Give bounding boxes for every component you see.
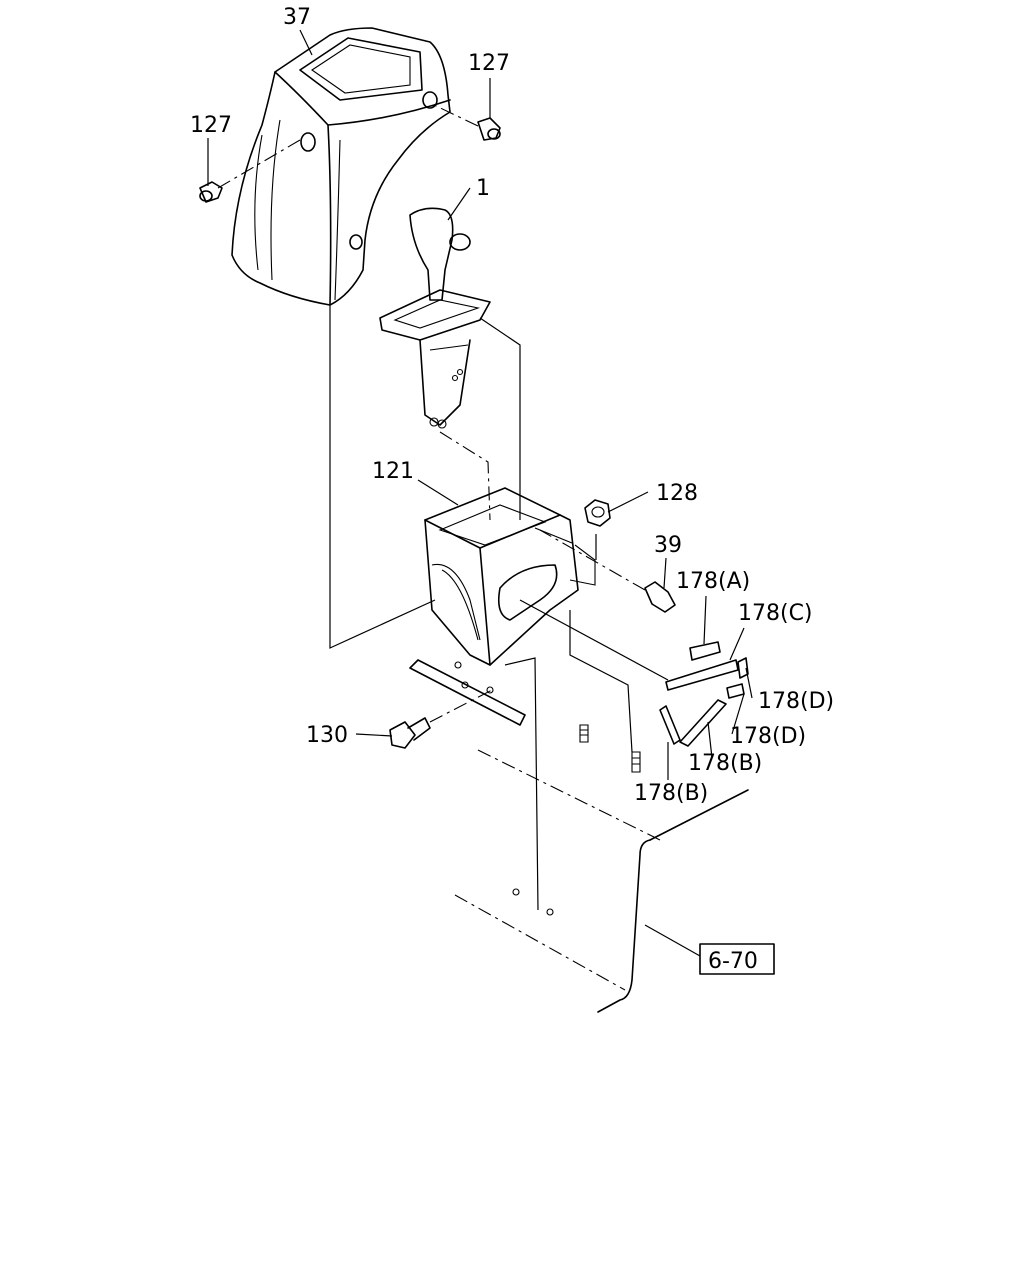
grommet-127-right (431, 103, 501, 141)
label-1: 1 (476, 176, 490, 201)
label-178-b-lower: 178(B) (634, 781, 708, 806)
label-39: 39 (654, 533, 682, 558)
label-178-b-upper: 178(B) (688, 751, 762, 776)
page-reference-label: 6-70 (708, 949, 758, 974)
label-178-d-lower: 178(D) (730, 724, 806, 749)
leader-lines (207, 29, 753, 957)
bracket-part-121 (424, 487, 596, 666)
lever-part-1 (379, 207, 521, 521)
cover-part-37 (231, 27, 451, 306)
page-reference-box: 6-70 (699, 943, 775, 975)
label-128: 128 (656, 481, 698, 506)
bolt-part-39 (539, 529, 676, 613)
label-121: 121 (372, 459, 414, 484)
decals-part-178 (659, 641, 749, 747)
lower-bracket (409, 659, 526, 726)
nut-part-128 (584, 499, 611, 560)
label-127-right: 127 (468, 51, 510, 76)
label-178-a: 178(A) (676, 569, 750, 594)
grommet-127-left (199, 139, 301, 203)
studs (579, 724, 641, 773)
phantom-lines (329, 305, 669, 911)
bolt-part-130 (389, 689, 493, 749)
label-130: 130 (306, 723, 348, 748)
label-178-c: 178(C) (738, 601, 813, 626)
label-178-d-upper: 178(D) (758, 689, 834, 714)
part-labels: 37 127 127 1 121 128 39 178(A) 178(C) 17… (190, 5, 834, 806)
label-127-left: 127 (190, 113, 232, 138)
label-37: 37 (283, 5, 311, 30)
floor-panel-outline (454, 749, 749, 1013)
